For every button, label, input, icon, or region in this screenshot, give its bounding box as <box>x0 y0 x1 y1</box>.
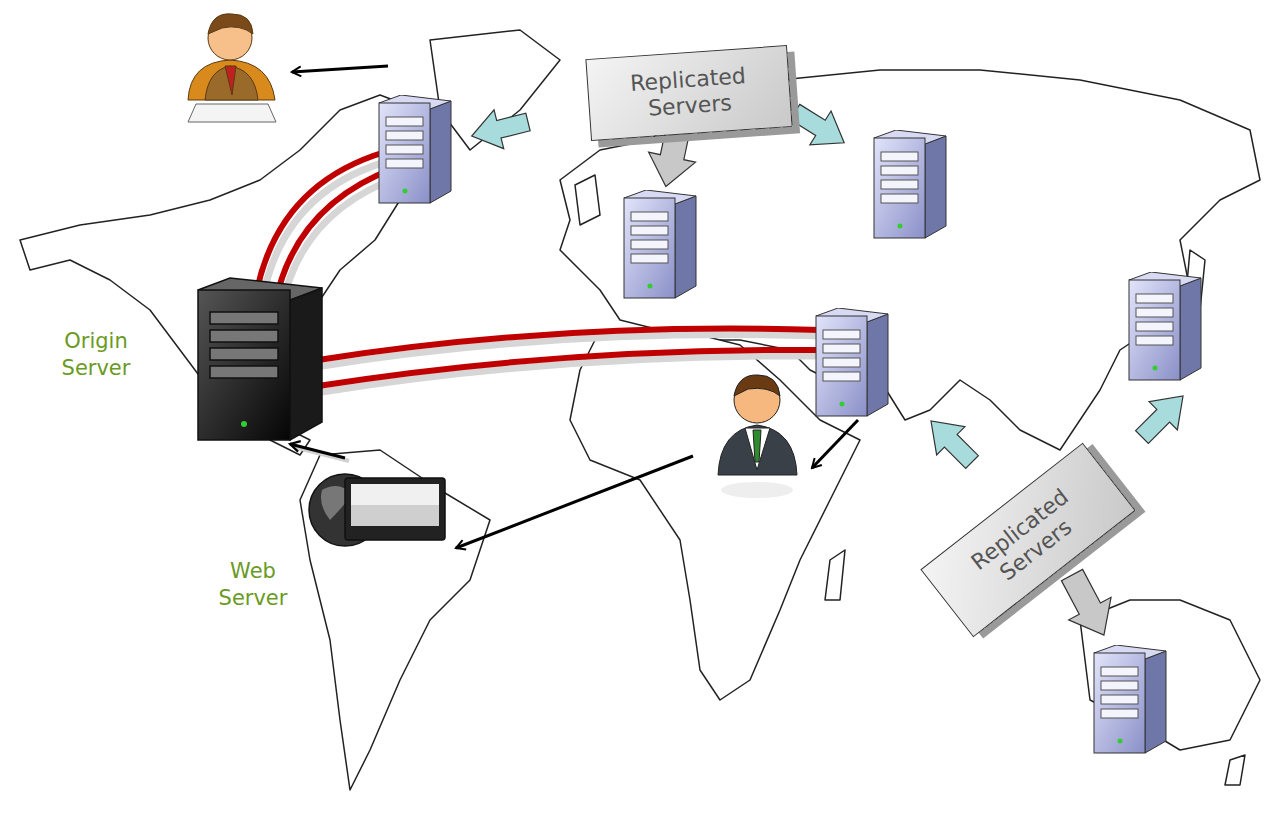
server-label: Origin Server <box>40 328 152 383</box>
web-server: Web Server <box>200 458 450 630</box>
callout-label: Replicated Servers <box>587 56 791 131</box>
callout-box: Replicated Servers <box>585 45 792 141</box>
origin-server: Origin Server <box>40 282 325 444</box>
server-label: Web Server <box>200 558 306 613</box>
request-arrow <box>290 444 345 458</box>
connector-shadow <box>294 447 349 461</box>
